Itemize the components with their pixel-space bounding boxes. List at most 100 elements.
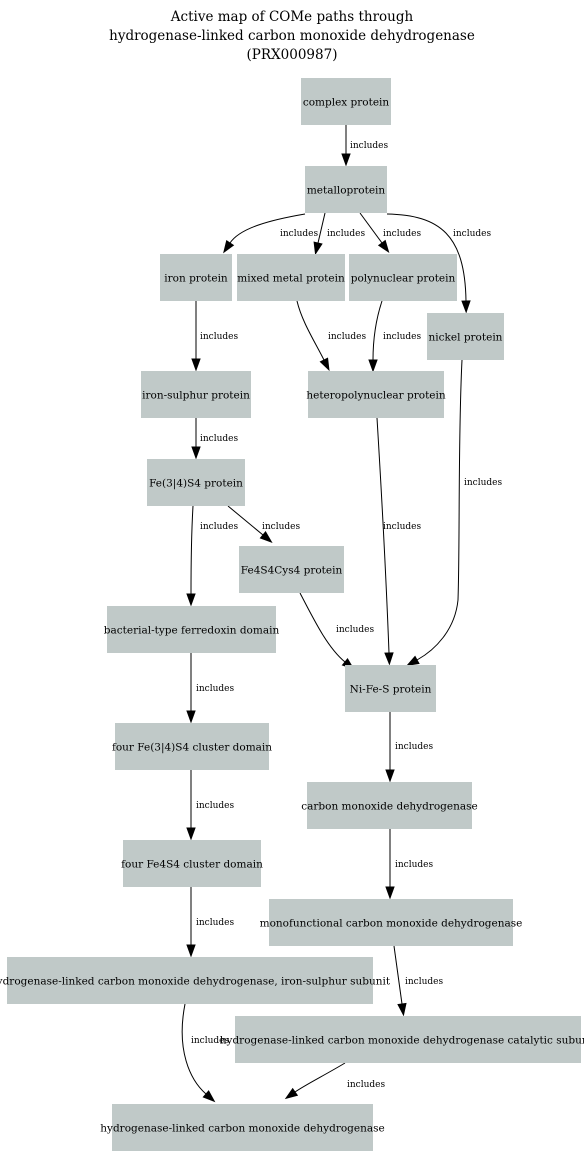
edge-metallo-to-iron: includes bbox=[223, 213, 318, 254]
edge-codh-to-monocodh: includes bbox=[385, 829, 433, 900]
node-label: polynuclear protein bbox=[351, 273, 456, 285]
edge-line bbox=[393, 945, 403, 1005]
arrowhead bbox=[406, 655, 420, 667]
title-line-1: Active map of COMe paths through bbox=[170, 9, 414, 25]
edge-monocodh-to-hlcodh_cat: includes bbox=[393, 945, 443, 1017]
node-hlcodh[interactable]: hydrogenase-linked carbon monoxide dehyd… bbox=[100, 1104, 385, 1151]
node-polynuclear[interactable]: polynuclear protein bbox=[349, 254, 457, 301]
node-heteropoly[interactable]: heteropolynuclear protein bbox=[306, 371, 446, 418]
edge-line bbox=[359, 212, 383, 244]
edge-label: includes bbox=[453, 229, 491, 239]
edge-fe34s4-to-fe4s4cys4: includes bbox=[227, 505, 300, 543]
node-box bbox=[349, 254, 457, 301]
node-box bbox=[305, 166, 387, 213]
edge-label: includes bbox=[328, 332, 366, 342]
node-label: Fe(3|4)S4 protein bbox=[149, 478, 243, 491]
node-iron[interactable]: iron protein bbox=[160, 254, 232, 301]
nodes-layer: complex protein metalloprotein iron protei… bbox=[0, 78, 584, 1151]
node-box bbox=[141, 371, 251, 418]
node-label: heteropolynuclear protein bbox=[306, 390, 446, 402]
node-box bbox=[308, 371, 444, 418]
edge-mixed-to-heteropoly: includes bbox=[296, 300, 366, 372]
node-box bbox=[307, 782, 472, 829]
edge-line bbox=[181, 1003, 207, 1095]
edge-metallo-to-nickel: includes bbox=[386, 213, 491, 314]
arrowhead bbox=[384, 652, 394, 666]
arrowhead bbox=[202, 1090, 216, 1103]
edge-line bbox=[299, 592, 346, 663]
edge-label: includes bbox=[191, 1036, 229, 1046]
edge-label: includes bbox=[262, 522, 300, 532]
arrowhead bbox=[186, 593, 196, 607]
node-fe34s4[interactable]: Fe(3|4)S4 protein bbox=[147, 459, 245, 506]
node-box bbox=[7, 957, 373, 1004]
edge-label: includes bbox=[383, 229, 421, 239]
edge-label: includes bbox=[336, 625, 374, 635]
node-ironsulphur[interactable]: iron-sulphur protein bbox=[141, 371, 251, 418]
edge-label: includes bbox=[196, 684, 234, 694]
node-label: iron-sulphur protein bbox=[142, 390, 250, 402]
node-hlcodh_fes[interactable]: hydrogenase-linked carbon monoxide dehyd… bbox=[0, 957, 391, 1004]
node-label: monofunctional carbon monoxide dehydroge… bbox=[260, 918, 523, 930]
edge-label: includes bbox=[405, 977, 443, 987]
edge-label: includes bbox=[383, 332, 421, 342]
edge-label: includes bbox=[327, 229, 365, 239]
edge-label: includes bbox=[395, 860, 433, 870]
node-monocodh[interactable]: monofunctional carbon monoxide dehydroge… bbox=[260, 899, 523, 946]
node-fourfe4s4[interactable]: four Fe4S4 cluster domain bbox=[121, 840, 263, 887]
node-hlcodh_cat[interactable]: hydrogenase-linked carbon monoxide dehyd… bbox=[220, 1016, 584, 1063]
arrowhead bbox=[385, 886, 395, 900]
edge-hlcodh_cat-to-hlcodh: includes bbox=[284, 1062, 385, 1100]
edge-nifes-to-codh: includes bbox=[385, 712, 433, 783]
node-label: hydrogenase-linked carbon monoxide dehyd… bbox=[0, 976, 391, 988]
node-label: bacterial-type ferredoxin domain bbox=[104, 625, 280, 637]
node-label: mixed metal protein bbox=[237, 273, 345, 285]
edge-line bbox=[386, 213, 467, 302]
title-line-2: hydrogenase-linked carbon monoxide dehyd… bbox=[109, 28, 475, 44]
node-box bbox=[123, 840, 261, 887]
edge-line bbox=[416, 359, 463, 661]
node-fourfe34[interactable]: four Fe(3|4)S4 cluster domain bbox=[112, 723, 272, 770]
title-line-3: (PRX000987) bbox=[246, 47, 338, 63]
arrowhead bbox=[368, 359, 378, 373]
node-label: four Fe4S4 cluster domain bbox=[121, 859, 263, 871]
edge-complex-to-metallo: includes bbox=[341, 125, 388, 167]
edge-bactferr-to-fourfe34: includes bbox=[186, 653, 234, 724]
edge-label: includes bbox=[196, 801, 234, 811]
edge-polynuclear-to-heteropoly: includes bbox=[368, 300, 421, 373]
edge-hlcodh_fes-to-hlcodh: includes bbox=[181, 1003, 229, 1103]
edge-line bbox=[317, 212, 326, 244]
edge-label: includes bbox=[200, 332, 238, 342]
node-codh[interactable]: carbon monoxide dehydrogenase bbox=[301, 782, 478, 829]
node-label: metalloprotein bbox=[307, 185, 386, 197]
edge-heteropoly-to-nifes: includes bbox=[376, 417, 421, 666]
node-box bbox=[301, 78, 391, 125]
edge-metallo-to-polynuclear: includes bbox=[359, 212, 421, 254]
edge-label: includes bbox=[200, 434, 238, 444]
arrowhead bbox=[313, 241, 323, 256]
edge-fourfe4s4-to-hlcodh_fes: includes bbox=[186, 887, 234, 958]
node-complex[interactable]: complex protein bbox=[301, 78, 391, 125]
node-nifes[interactable]: Ni-Fe-S protein bbox=[345, 665, 436, 712]
arrowhead bbox=[284, 1087, 299, 1100]
node-fe4s4cys4[interactable]: Fe4S4Cys4 protein bbox=[239, 546, 344, 593]
node-box bbox=[235, 1016, 581, 1063]
arrowhead bbox=[397, 1002, 407, 1017]
edge-line bbox=[376, 417, 390, 654]
node-bactferr[interactable]: bacterial-type ferredoxin domain bbox=[104, 606, 280, 653]
arrowhead bbox=[186, 827, 196, 841]
diagram-title: Active map of COMe paths through hydroge… bbox=[0, 8, 584, 65]
node-box bbox=[107, 606, 276, 653]
arrowhead bbox=[259, 531, 273, 543]
arrowhead bbox=[186, 944, 196, 958]
node-box bbox=[160, 254, 232, 301]
edge-fe34s4-to-bactferr: includes bbox=[186, 505, 238, 607]
node-box bbox=[427, 313, 504, 360]
node-nickel[interactable]: nickel protein bbox=[427, 313, 504, 360]
node-mixed[interactable]: mixed metal protein bbox=[237, 254, 345, 301]
node-metallo[interactable]: metalloprotein bbox=[305, 166, 387, 213]
node-label: hydrogenase-linked carbon monoxide dehyd… bbox=[220, 1035, 584, 1047]
node-box bbox=[115, 723, 269, 770]
arrowhead bbox=[319, 357, 330, 372]
